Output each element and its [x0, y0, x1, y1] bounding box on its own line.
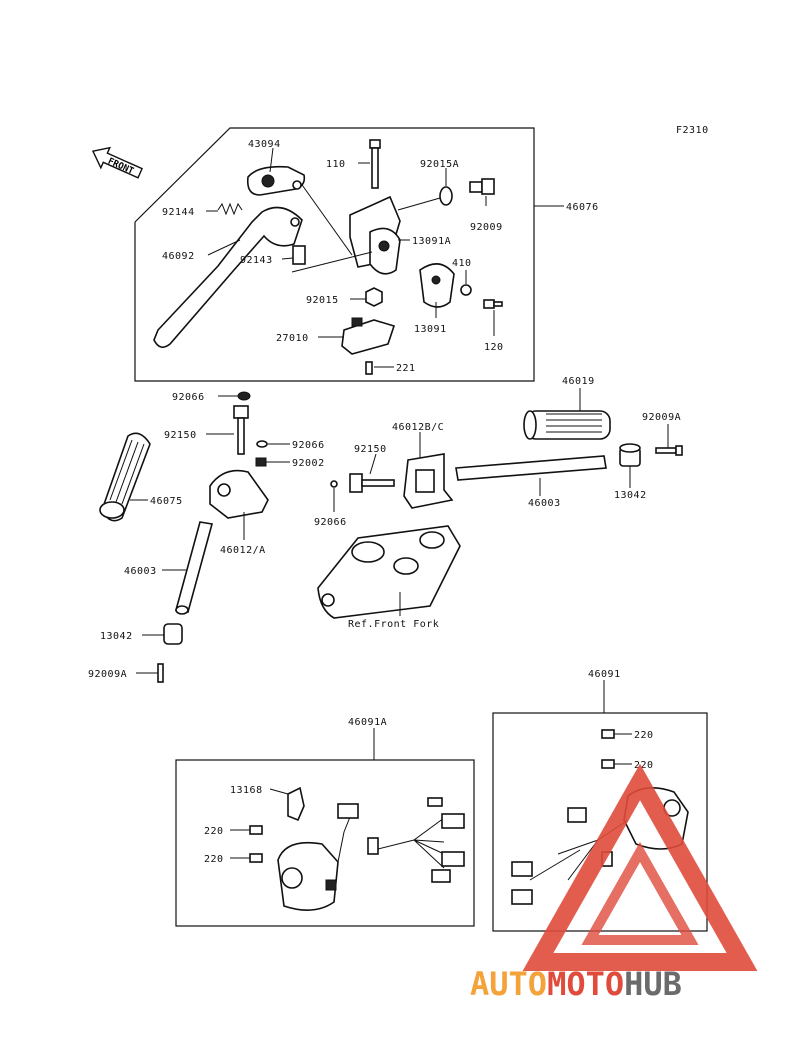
logo-hub: HUB	[624, 965, 682, 1003]
label-110: 110	[326, 159, 346, 170]
label-92066-b: 92066	[292, 440, 325, 451]
front-arrow-icon: FRONT	[91, 146, 143, 179]
screw-92009A-right	[655, 445, 683, 456]
automotohub-logo: AUTOMOTOHUB	[470, 763, 758, 1003]
holder-46012BC	[403, 453, 454, 509]
spring-92144	[217, 202, 243, 216]
brake-lever	[153, 206, 303, 348]
screw-221	[365, 361, 373, 375]
label-43094: 43094	[248, 139, 281, 150]
label-410: 410	[452, 258, 472, 269]
nut-92015	[365, 287, 383, 307]
reservoir-cap	[246, 165, 306, 196]
figure-code: F2310	[676, 125, 709, 136]
washer-410	[460, 284, 472, 296]
grip-46075	[99, 432, 151, 522]
harness-left	[337, 797, 465, 883]
top-clamp-front-fork	[317, 525, 461, 619]
svg-text:AUTOMOTOHUB: AUTOMOTOHUB	[470, 965, 682, 1003]
label-13168: 13168	[230, 785, 263, 796]
lever-assembly-box	[134, 127, 535, 382]
logo-auto: AUTO	[470, 965, 547, 1003]
label-46019: 46019	[562, 376, 595, 387]
label-46003-left: 46003	[124, 566, 157, 577]
label-120: 120	[484, 342, 504, 353]
switch-box-left	[175, 759, 475, 927]
ring-92066-c	[330, 480, 338, 488]
label-220-d: 220	[204, 854, 224, 865]
label-46012A: 46012/A	[220, 545, 266, 556]
logo-moto: MOTO	[547, 965, 624, 1003]
label-92150-a: 92150	[164, 430, 197, 441]
label-92009: 92009	[470, 222, 503, 233]
label-13091: 13091	[414, 324, 447, 335]
screw-220-a	[601, 729, 615, 739]
master-cylinder-body	[349, 195, 401, 275]
label-220-c: 220	[204, 826, 224, 837]
label-92143: 92143	[240, 255, 273, 266]
screw-220-d	[249, 853, 263, 863]
switch-housing-left	[277, 841, 339, 911]
label-13091A: 13091A	[412, 236, 451, 247]
brake-switch-27010	[341, 317, 396, 355]
label-92009A-right: 92009A	[642, 412, 681, 423]
grip-46019	[523, 410, 611, 440]
label-13042-right: 13042	[614, 490, 647, 501]
label-92144: 92144	[162, 207, 195, 218]
collar-92143	[292, 245, 306, 265]
label-221: 221	[396, 363, 416, 374]
label-46091A: 46091A	[348, 717, 387, 728]
label-46003-right: 46003	[528, 498, 561, 509]
label-92066-a: 92066	[172, 392, 205, 403]
ring-92066-a	[237, 391, 251, 401]
label-220-b: 220	[634, 760, 654, 771]
weight-13042-right	[619, 443, 641, 467]
bracket-13168	[287, 786, 305, 822]
label-46012BC: 46012B/C	[392, 422, 444, 433]
handlebar-46003-right	[455, 455, 607, 481]
label-46091: 46091	[588, 669, 621, 680]
bolt-92150-right	[349, 473, 395, 493]
screw-220-c	[249, 825, 263, 835]
screw-92009A-left	[157, 663, 164, 683]
clamp-13091	[419, 263, 455, 308]
ref-front-fork-label: Ref.Front Fork	[348, 619, 439, 630]
screw-220-b	[601, 759, 615, 769]
washer-92015A	[439, 186, 453, 206]
weight-13042-left	[163, 623, 183, 645]
ring-92066-b	[256, 440, 268, 448]
label-92002: 92002	[292, 458, 325, 469]
handlebar-46003-left	[174, 521, 214, 615]
bolt-110	[369, 139, 381, 189]
label-46092: 46092	[162, 251, 195, 262]
label-92015A: 92015A	[420, 159, 459, 170]
label-92009A-left: 92009A	[88, 669, 127, 680]
label-92150-b: 92150	[354, 444, 387, 455]
label-46076: 46076	[566, 202, 599, 213]
bolt-120	[483, 299, 503, 309]
screw-92009	[469, 178, 495, 195]
label-27010: 27010	[276, 333, 309, 344]
holder-46012A	[209, 469, 269, 519]
label-46075: 46075	[150, 496, 183, 507]
label-220-a: 220	[634, 730, 654, 741]
bolt-92150-left	[233, 405, 249, 455]
label-92066-c: 92066	[314, 517, 347, 528]
screw-92002	[255, 457, 267, 467]
label-13042-left: 13042	[100, 631, 133, 642]
label-92015: 92015	[306, 295, 339, 306]
